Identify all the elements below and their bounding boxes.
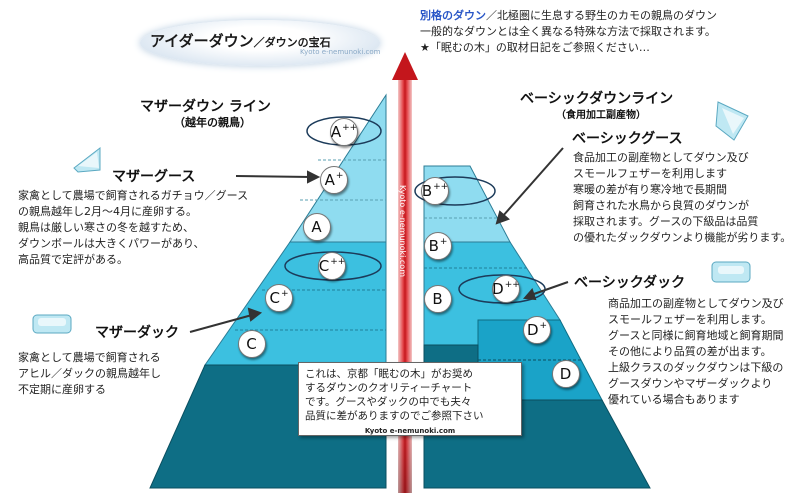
intro-line-1-text: ／北極圏に生息する野生のカモの親鳥のダウン xyxy=(486,9,717,22)
desc-line: 商品加工の副産物としてダウン及び xyxy=(608,297,784,310)
grade-c-plus-plus: C++ xyxy=(318,252,346,280)
desc-line: 寒暖の差が有り寒冷地で長期間 xyxy=(573,183,727,196)
basic-duck-desc: 商品加工の副産物としてダウン及び スモールフェザーを利用します。 グースと同様に… xyxy=(608,296,784,408)
desc-line: 親鳥は厳しい寒さの冬を越すため、 xyxy=(18,221,194,234)
mother-goose-desc: 家禽として農場で飼育されるガチョウ／グース の親鳥越年し2月～4月に産卵する。 … xyxy=(18,188,248,268)
mother-line-title: マザーダウン ライン xyxy=(140,99,271,115)
grade-a: A xyxy=(303,213,331,241)
note-box: これは、京都「眠むの木」がお奨め するダウンのクオリティーチャート です。グース… xyxy=(298,362,522,436)
mother-goose-icon xyxy=(73,146,101,173)
grade-d: D xyxy=(552,360,580,388)
basic-duck-icon xyxy=(711,261,751,283)
grade-b-plus: B+ xyxy=(424,232,452,260)
desc-line: グースと同様に飼育地域と飼育期間 xyxy=(608,329,784,342)
eider-url: Kyoto e-nemunoki.com xyxy=(300,48,381,56)
mother-duck-desc: 家禽として農場で飼育される アヒル／ダックの親鳥越年し 不定期に産卵する xyxy=(18,350,161,398)
intro-line-3[interactable]: ★「眠むの木」の取材日記をご参照ください… xyxy=(420,41,650,54)
basic-goose-icon xyxy=(715,101,749,141)
grade-a-plus: A+ xyxy=(320,166,348,194)
basic-line-title: ベーシックダウンライン xyxy=(520,91,674,107)
desc-line: 高品質で定評がある。 xyxy=(18,253,128,266)
intro-line-1: 別格のダウン／北極圏に生息する野生のカモの親鳥のダウン xyxy=(420,8,717,24)
note-line: これは、京都「眠むの木」がお奨め xyxy=(305,368,473,380)
intro-line-2: 一般的なダウンとは全く異なる特殊な方法で採取されます。 xyxy=(420,25,716,38)
eider-cloud xyxy=(140,20,380,66)
desc-line: 上級クラスのダックダウンは下級の xyxy=(608,361,784,374)
highlight-ovals xyxy=(284,116,546,304)
desc-line: 飼育された水鳥から良質のダウンが xyxy=(573,199,749,212)
basic-goose-desc: 食品加工の副産物としてダウン及び スモールフェザーを利用します 寒暖の差が有り寒… xyxy=(573,150,791,246)
basic-line-subtitle: （食用加工副産物） xyxy=(556,110,646,121)
desc-line: スモールフェザーを利用します xyxy=(573,167,727,180)
desc-line: スモールフェザーを利用します。 xyxy=(608,313,772,326)
grade-c-plus: C+ xyxy=(265,284,293,312)
mother-duck-label: マザーダック xyxy=(95,325,179,341)
basic-duck-label: ベーシックダック xyxy=(574,275,686,291)
grade-c: C xyxy=(238,330,266,358)
desc-line: の優れたダックダウンより機能が劣ります。 xyxy=(573,231,792,244)
eider-title-sub: ／ダウンの宝石 xyxy=(253,36,331,49)
desc-line: 優れている場合もあります xyxy=(608,393,740,406)
grade-d-plus-plus: D++ xyxy=(492,275,520,303)
grade-b-plus-plus: B++ xyxy=(421,177,449,205)
special-down-link[interactable]: 別格のダウン xyxy=(420,9,486,22)
pointer-lines xyxy=(189,147,569,333)
desc-line: グースダウンやマザーダックより xyxy=(608,377,773,390)
desc-line: その他により品質の差が出ます。 xyxy=(608,345,772,358)
desc-line: の親鳥越年し2月～4月に産卵する。 xyxy=(18,205,197,218)
desc-line: ダウンボールは大きくパワーがあり、 xyxy=(18,237,205,250)
mother-line-subtitle: （越年の親鳥） xyxy=(174,116,251,129)
eider-title-main: アイダーダウン xyxy=(150,32,254,50)
desc-line: 採取されます。グースの下級品は品質 xyxy=(573,215,759,228)
grade-b: B xyxy=(424,285,452,313)
note-line: 品質に差がありますのでご参照下さい xyxy=(305,410,484,422)
note-line: するダウンのクオリティーチャート xyxy=(305,382,473,394)
arrow-watermark: Kyoto e-nemunoki.com xyxy=(398,185,407,277)
grade-a-plus-plus: A++ xyxy=(330,118,358,146)
desc-line: 食品加工の副産物としてダウン及び xyxy=(573,151,749,164)
note-url: Kyoto e-nemunoki.com xyxy=(364,427,456,435)
mother-goose-label: マザーグース xyxy=(112,169,196,185)
feather-icons xyxy=(32,101,751,334)
desc-line: 不定期に産卵する xyxy=(18,383,106,396)
eider-title: アイダーダウン／ダウンの宝石 xyxy=(150,30,331,51)
desc-line: 家禽として農場で飼育されるガチョウ／グース xyxy=(18,189,249,202)
desc-line: 家禽として農場で飼育される xyxy=(18,351,161,364)
grade-d-plus: D+ xyxy=(523,316,551,344)
mother-duck-icon xyxy=(32,314,72,334)
note-line: です。グースやダックの中でも夫々 xyxy=(305,396,472,408)
basic-goose-label: ベーシックグース xyxy=(572,131,683,147)
desc-line: アヒル／ダックの親鳥越年し xyxy=(18,367,161,380)
